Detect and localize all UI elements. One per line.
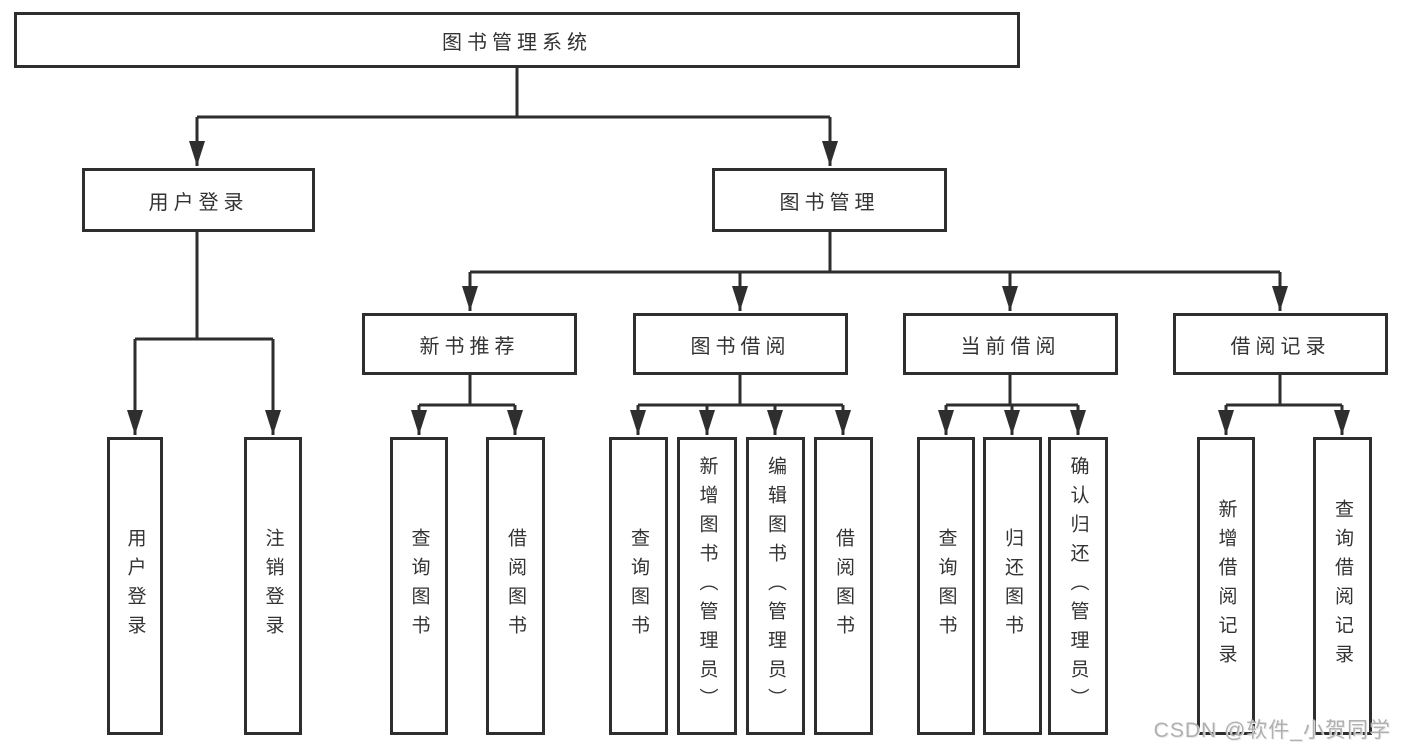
- leaf-add-books-admin: 新增图书（管理员）: [677, 437, 737, 735]
- leaf-return-books-label: 归还图书: [1002, 528, 1023, 644]
- node-current-borrow: 当前借阅: [903, 313, 1118, 375]
- leaf-newbook-query-books-label: 查询图书: [408, 528, 430, 644]
- connector-root-to-branches: [189, 68, 838, 166]
- leaf-user-login-label: 用户登录: [124, 528, 146, 644]
- leaf-borrow-books: 借阅图书: [814, 437, 873, 735]
- node-root-system-label: 图书管理系统: [442, 31, 592, 54]
- connector-records-to-leaves: [1218, 375, 1350, 435]
- node-user-login-branch-label: 用户登录: [148, 191, 249, 214]
- node-borrow-records: 借阅记录: [1173, 313, 1388, 375]
- connector-newbook-to-leaves: [411, 375, 523, 435]
- leaf-confirm-return-admin: 确认归还（管理员）: [1048, 437, 1108, 735]
- leaf-query-borrow-record-label: 查询借阅记录: [1332, 499, 1353, 673]
- connector-login-to-leaves: [127, 232, 281, 435]
- leaf-return-books: 归还图书: [983, 437, 1042, 735]
- leaf-logout: 注销登录: [244, 437, 302, 735]
- leaf-add-books-admin-label: 新增图书（管理员）: [696, 455, 718, 717]
- leaf-user-login: 用户登录: [107, 437, 163, 735]
- node-user-login-branch: 用户登录: [82, 168, 315, 232]
- node-new-book-recommend-label: 新书推荐: [419, 335, 520, 358]
- node-current-borrow-label: 当前借阅: [960, 335, 1061, 358]
- leaf-newbook-borrow-books-label: 借阅图书: [505, 528, 526, 644]
- connector-borrow-to-leaves: [630, 375, 851, 435]
- node-book-borrow-label: 图书借阅: [690, 335, 791, 358]
- leaf-add-borrow-record: 新增借阅记录: [1197, 437, 1255, 735]
- leaf-borrow-books-label: 借阅图书: [833, 528, 854, 644]
- leaf-newbook-borrow-books: 借阅图书: [486, 437, 545, 735]
- leaf-add-borrow-record-label: 新增借阅记录: [1215, 499, 1237, 673]
- connector-current-to-leaves: [938, 375, 1086, 435]
- node-book-management-branch-label: 图书管理: [779, 191, 880, 214]
- leaf-edit-books-admin-label: 编辑图书（管理员）: [765, 455, 786, 717]
- node-book-borrow: 图书借阅: [633, 313, 848, 375]
- leaf-query-borrow-record: 查询借阅记录: [1313, 437, 1372, 735]
- leaf-logout-label: 注销登录: [262, 528, 284, 644]
- node-new-book-recommend: 新书推荐: [362, 313, 577, 375]
- leaf-confirm-return-admin-label: 确认归还（管理员）: [1067, 455, 1089, 717]
- leaf-current-query-books-label: 查询图书: [935, 528, 957, 644]
- leaf-edit-books-admin: 编辑图书（管理员）: [746, 437, 805, 735]
- leaf-borrow-query-books-label: 查询图书: [628, 528, 649, 644]
- leaf-current-query-books: 查询图书: [917, 437, 975, 735]
- node-root-system: 图书管理系统: [14, 12, 1020, 68]
- leaf-borrow-query-books: 查询图书: [609, 437, 668, 735]
- csdn-watermark: CSDN @软件_小贺同学: [1153, 719, 1391, 742]
- node-book-management-branch: 图书管理: [712, 168, 947, 232]
- connector-mgmt-to-sections: [462, 232, 1288, 311]
- node-borrow-records-label: 借阅记录: [1230, 335, 1331, 358]
- leaf-newbook-query-books: 查询图书: [390, 437, 448, 735]
